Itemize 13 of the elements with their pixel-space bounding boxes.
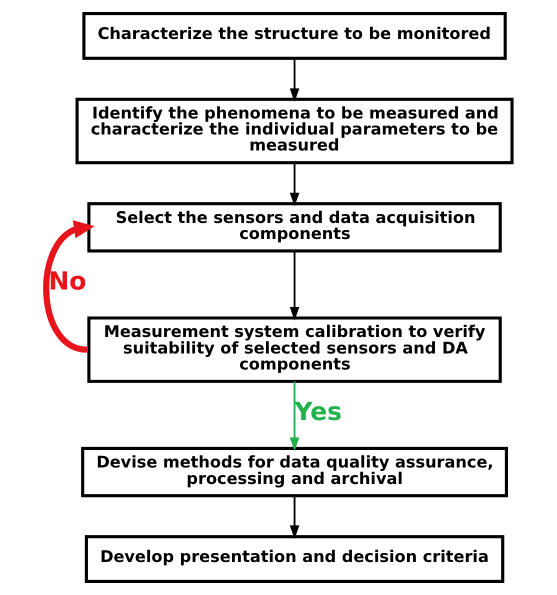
arrow — [42, 220, 94, 353]
arrow — [289, 496, 299, 540]
arrow — [289, 382, 299, 452]
node-box: Select the sensors and data acquisition components — [86, 202, 502, 252]
node-box: Characterize the structure to be monitored — [82, 12, 506, 60]
arrow — [289, 162, 299, 206]
node-box: Devise methods for data quality assurance, processing and archival — [80, 446, 508, 498]
edge-label: No — [48, 266, 86, 296]
arrow — [289, 58, 299, 102]
node-box: Develop presentation and decision criteria — [84, 535, 504, 584]
node-box: Identify the phenomena to be measured and characterize the individual parameters to be measured — [75, 98, 514, 164]
arrow — [289, 251, 299, 321]
node-box: Measurement system calibration to verify suitability of selected sensors and DA components — [86, 316, 502, 383]
